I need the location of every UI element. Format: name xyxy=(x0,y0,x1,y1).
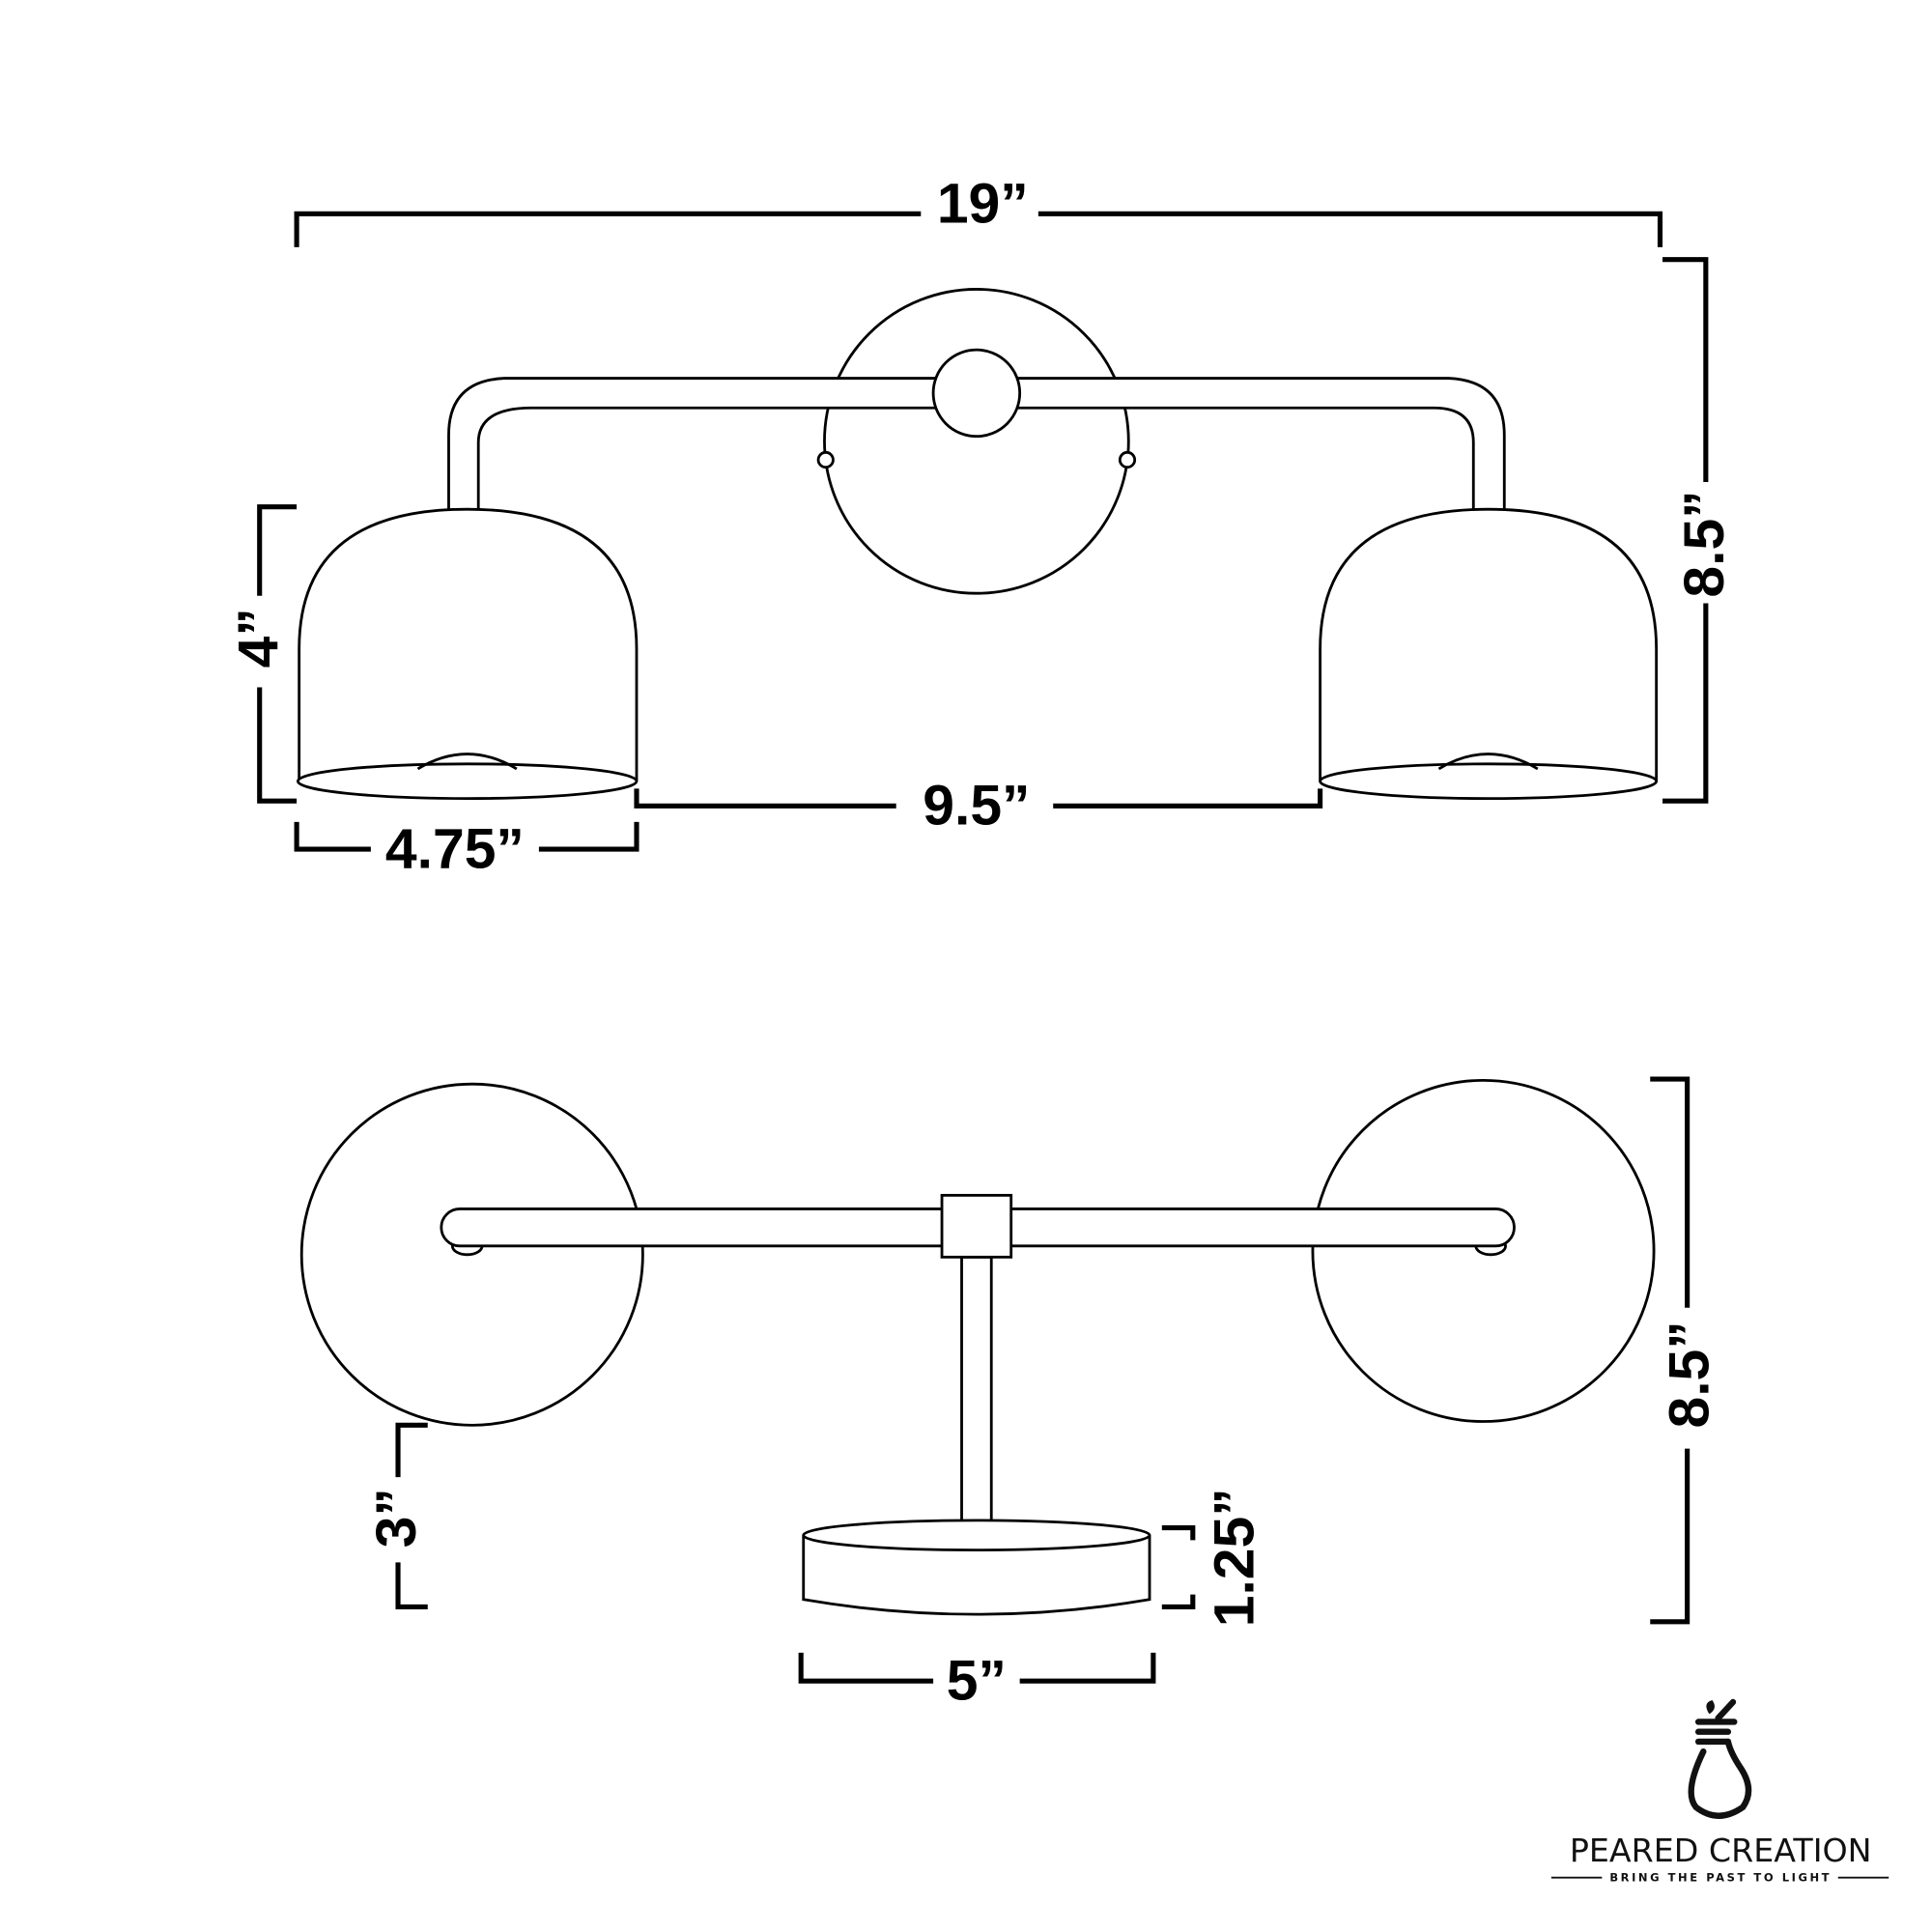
dim-shade-width: 4.75” xyxy=(294,817,639,880)
svg-text:5”: 5” xyxy=(947,1650,1007,1713)
svg-text:9.5”: 9.5” xyxy=(923,775,1030,838)
left-shade xyxy=(296,507,639,801)
dim-top-depth: 8.5” xyxy=(1650,1076,1721,1625)
backplate-nub-right xyxy=(1118,450,1137,469)
backplate-side xyxy=(802,1519,1151,1616)
backplate-nub-left xyxy=(816,450,835,469)
front-view xyxy=(296,288,1659,801)
pear-bulb-icon xyxy=(1688,1698,1752,1819)
svg-text:3”: 3” xyxy=(365,1488,428,1548)
dim-top-extension: 3” xyxy=(365,1422,428,1610)
dim-shade-gap: 9.5” xyxy=(634,775,1323,838)
svg-text:BRING THE PAST TO LIGHT: BRING THE PAST TO LIGHT xyxy=(1609,1871,1832,1885)
svg-text:PEARED CREATION: PEARED CREATION xyxy=(1570,1832,1872,1869)
brand-logo: PEARED CREATION BRING THE PAST TO LIGHT xyxy=(1550,1698,1889,1885)
stem xyxy=(960,1255,993,1538)
svg-text:8.5”: 8.5” xyxy=(1673,490,1736,597)
svg-text:1.25”: 1.25” xyxy=(1204,1488,1266,1627)
svg-text:4.75”: 4.75” xyxy=(385,817,525,880)
dim-backplate-depth: 1.25” xyxy=(1161,1488,1266,1627)
svg-text:19”: 19” xyxy=(937,173,1029,236)
svg-text:8.5”: 8.5” xyxy=(1659,1321,1721,1428)
svg-text:4”: 4” xyxy=(227,608,290,668)
center-knob xyxy=(931,348,1022,439)
center-block xyxy=(940,1193,1013,1259)
dim-total-width: 19” xyxy=(294,173,1663,247)
backplate xyxy=(823,288,1130,595)
right-shade xyxy=(1319,507,1659,801)
top-view xyxy=(299,1078,1656,1616)
dim-front-height: 8.5” xyxy=(1662,257,1736,804)
dim-shade-height: 4” xyxy=(227,504,298,804)
dim-backplate-width: 5” xyxy=(798,1650,1156,1713)
